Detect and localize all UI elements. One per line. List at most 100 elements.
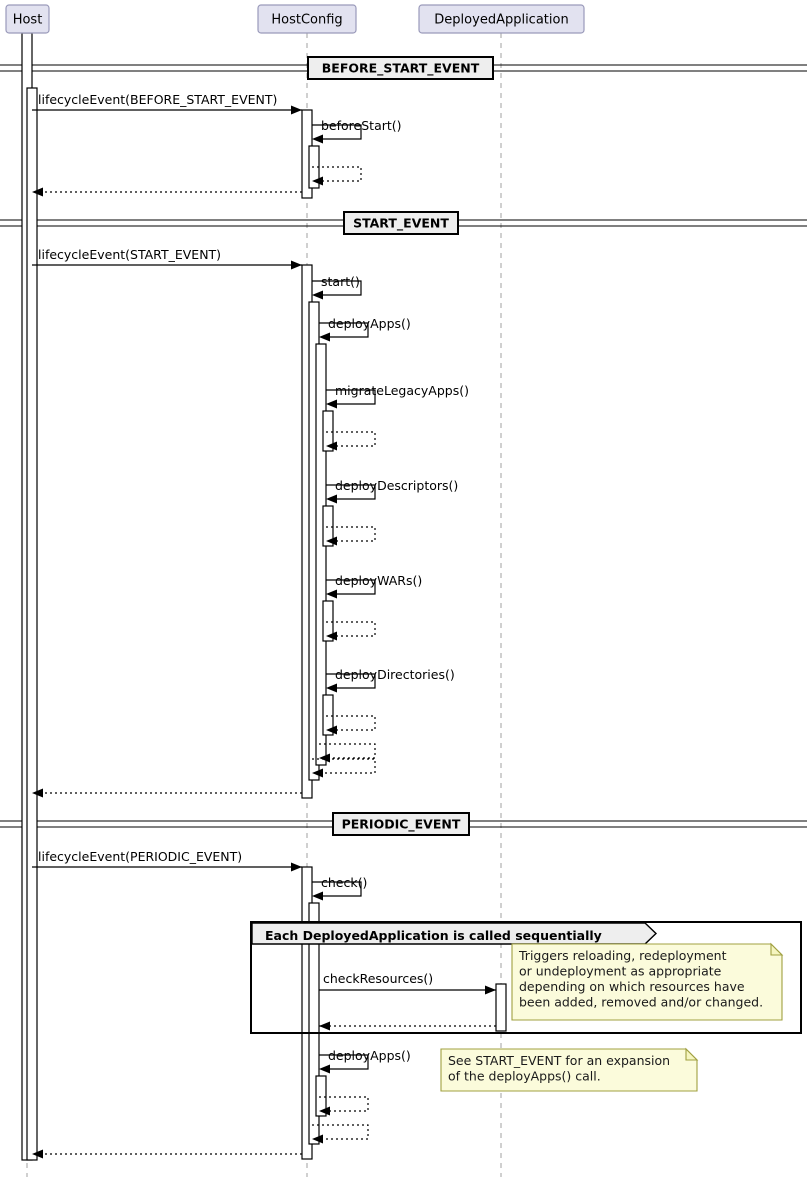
message-m6-path — [312, 280, 362, 296]
participant-hostconfig[interactable]: HostConfig — [257, 4, 357, 34]
activation-bar-a-hc-7 — [322, 505, 334, 547]
message-m14-path — [326, 673, 376, 689]
message-m12-arrowhead — [326, 589, 337, 599]
message-m15-path — [326, 715, 376, 731]
message-m12-path — [326, 579, 376, 595]
message-m4-arrowhead — [32, 187, 43, 197]
message-m16-arrowhead — [319, 753, 330, 763]
divider-box-periodic — [332, 812, 470, 836]
divider-label-start: START_EVENT — [353, 216, 449, 232]
message-m9-path — [326, 431, 376, 447]
activation-bar-a-hc-8 — [322, 600, 334, 642]
message-m20-path — [312, 881, 362, 897]
lifelines-layer — [26, 33, 502, 1177]
divider-label-periodic: PERIODIC_EVENT — [342, 817, 461, 833]
message-m12-label: deployWARs() — [335, 573, 422, 588]
message-m19-arrowhead — [291, 862, 302, 872]
participant-host[interactable]: Host — [5, 4, 50, 34]
group-tab-group-each-deployed-app — [251, 922, 658, 945]
participants-layer: Host HostConfig DeployedApplication — [5, 4, 585, 34]
message-m24-arrowhead — [319, 1106, 330, 1116]
message-m22-arrowhead — [319, 1021, 330, 1031]
divider-box-start — [343, 211, 459, 235]
message-m18-arrowhead — [32, 788, 43, 798]
groups-layer: Each DeployedApplication is called seque… — [250, 921, 802, 1034]
message-m19-label: lifecycleEvent(PERIODIC_EVENT) — [38, 849, 242, 864]
note-line-note-check-resources-0: Triggers reloading, redeployment — [518, 948, 727, 963]
message-m5-label: lifecycleEvent(START_EVENT) — [38, 247, 221, 262]
participant-deployedapp[interactable]: DeployedApplication — [418, 4, 585, 34]
message-m13-path — [326, 621, 376, 637]
dividers-layer: BEFORE_START_EVENT START_EVENT PERIODIC_EV… — [0, 56, 807, 836]
message-m11-path — [326, 526, 376, 542]
message-m1-arrowhead — [291, 105, 302, 115]
messages-layer: lifecycleEvent(BEFORE_START_EVENT)before… — [32, 92, 496, 1159]
participant-label-host: Host — [13, 13, 43, 28]
message-m9-arrowhead — [326, 441, 337, 451]
message-m7-arrowhead — [319, 332, 330, 342]
group-label-group-each-deployed-app: Each DeployedApplication is called seque… — [265, 928, 602, 943]
message-m17-path — [312, 758, 376, 774]
note-fold-note-deploy-apps — [685, 1047, 699, 1061]
message-m21-arrowhead — [485, 985, 496, 995]
message-m10-label: deployDescriptors() — [335, 478, 458, 493]
activation-bar-a-hc-12 — [315, 1075, 327, 1117]
message-m7-label: deployApps() — [328, 316, 411, 331]
message-m14-label: deployDirectories() — [335, 667, 455, 682]
note-fold-note-check-resources — [770, 942, 784, 956]
message-m8-label: migrateLegacyApps() — [335, 383, 469, 398]
activations-layer — [21, 32, 507, 1161]
note-line-note-deploy-apps-1: of the deployApps() call. — [448, 1069, 601, 1084]
message-m25-arrowhead — [312, 1134, 323, 1144]
message-m8-path — [326, 389, 376, 405]
activation-bar-a-da-1 — [495, 983, 507, 1032]
note-line-note-check-resources-3: been added, removed and/or changed. — [519, 995, 763, 1010]
note-body-note-check-resources — [511, 943, 783, 1021]
participant-box-host[interactable] — [5, 4, 50, 34]
message-m6-arrowhead — [312, 290, 323, 300]
message-m8-arrowhead — [326, 399, 337, 409]
message-m7-path — [319, 322, 369, 338]
message-m6-label: start() — [321, 274, 360, 289]
participant-box-deployedapp[interactable] — [418, 4, 585, 34]
message-m23-label: deployApps() — [328, 1048, 411, 1063]
divider-label-before-start: BEFORE_START_EVENT — [322, 61, 480, 77]
message-m11-arrowhead — [326, 536, 337, 546]
participant-label-deployedapp: DeployedApplication — [434, 13, 568, 28]
participant-label-hostconfig: HostConfig — [271, 13, 342, 28]
message-m2-arrowhead — [312, 134, 323, 144]
message-m13-arrowhead — [326, 631, 337, 641]
participant-box-hostconfig[interactable] — [257, 4, 357, 34]
message-m21-label: checkResources() — [323, 971, 433, 986]
message-m14-arrowhead — [326, 683, 337, 693]
message-m17-arrowhead — [312, 768, 323, 778]
message-m10-arrowhead — [326, 494, 337, 504]
message-m2-path — [312, 124, 362, 140]
note-line-note-deploy-apps-0: See START_EVENT for an expansion — [448, 1053, 670, 1068]
message-m20-label: check() — [321, 875, 367, 890]
message-m2-label: beforeStart() — [321, 118, 402, 133]
activation-bar-a-host-1 — [26, 87, 38, 1161]
group-frame-group-each-deployed-app — [250, 921, 802, 1034]
message-m3-path — [312, 166, 362, 182]
message-m24-path — [319, 1096, 369, 1112]
message-m5-arrowhead — [291, 260, 302, 270]
message-m1-label: lifecycleEvent(BEFORE_START_EVENT) — [38, 92, 277, 107]
activation-bar-a-hc-5 — [315, 343, 327, 766]
activation-bar-a-hc-11 — [308, 902, 320, 1145]
message-m23-arrowhead — [319, 1064, 330, 1074]
activation-bar-a-hc-6 — [322, 410, 334, 452]
message-m3-arrowhead — [312, 176, 323, 186]
message-m23-path — [319, 1054, 369, 1070]
divider-box-before-start — [307, 56, 494, 80]
message-m15-arrowhead — [326, 725, 337, 735]
message-m26-arrowhead — [32, 1149, 43, 1159]
note-line-note-check-resources-1: or undeployment as appropriate — [519, 964, 722, 979]
message-m20-arrowhead — [312, 891, 323, 901]
note-line-note-check-resources-2: depending on which resources have — [519, 979, 745, 994]
message-m10-path — [326, 484, 376, 500]
activation-bar-a-hc-9 — [322, 694, 334, 736]
